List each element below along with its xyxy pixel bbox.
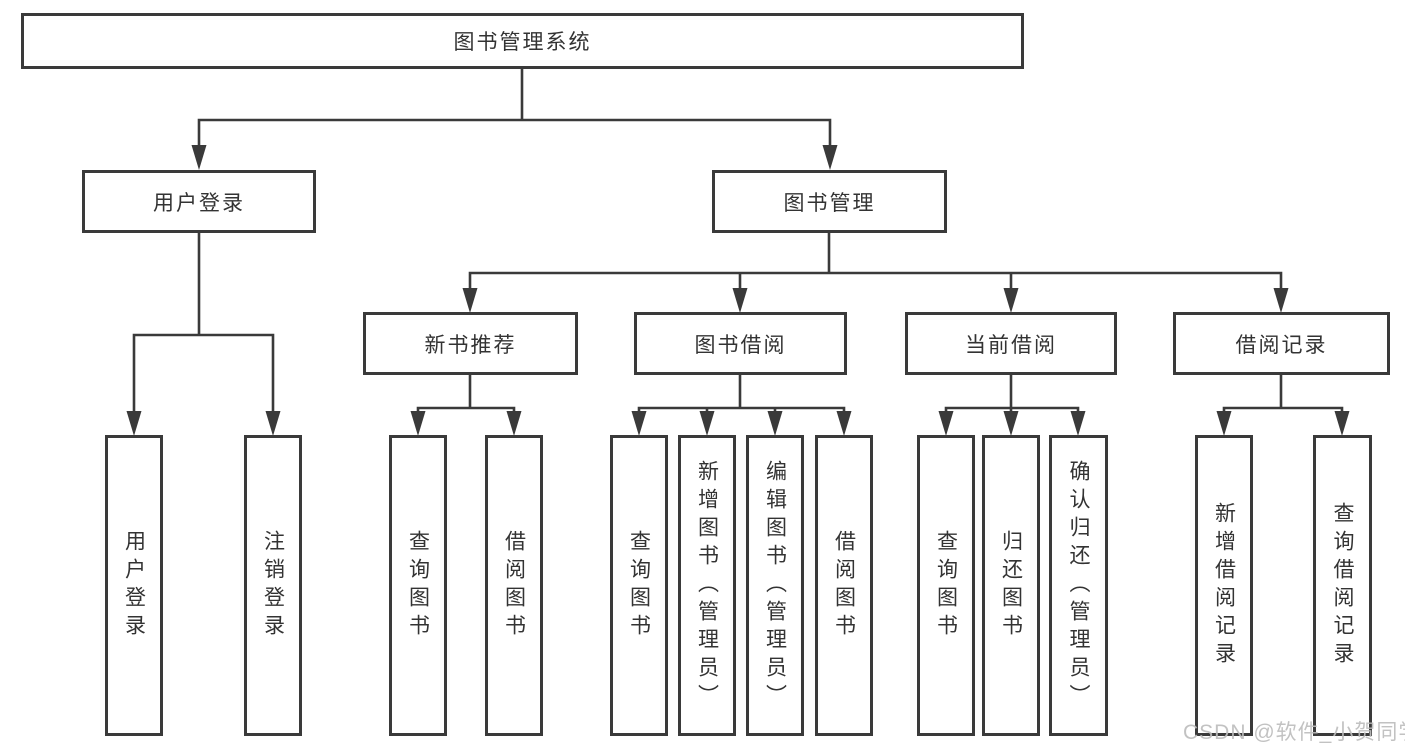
arrowhead	[1216, 411, 1232, 436]
arrowhead	[767, 411, 783, 436]
arrowhead	[1273, 288, 1289, 313]
arrowhead	[699, 411, 715, 436]
connector-records-to-leaves	[1222, 375, 1344, 415]
leaf-add-borrow-record: 新增借阅记录	[1195, 435, 1253, 736]
connector-login-to-leaves	[132, 233, 275, 416]
leaf-confirm-return-admin: 确认归还（管理员）	[1049, 435, 1108, 736]
arrowhead	[732, 288, 748, 313]
arrowhead	[1003, 288, 1019, 313]
leaf-query-books: 查询图书	[610, 435, 668, 736]
node-new-book-recommend: 新书推荐	[363, 312, 578, 375]
node-borrowing-records: 借阅记录	[1173, 312, 1390, 375]
node-user-login: 用户登录	[82, 170, 316, 233]
leaf-user-login: 用户登录	[105, 435, 163, 736]
leaf-query-books: 查询图书	[917, 435, 975, 736]
arrowhead	[938, 411, 954, 436]
leaf-edit-books-admin: 编辑图书（管理员）	[746, 435, 804, 736]
leaf-logout: 注销登录	[244, 435, 302, 736]
arrowhead	[1334, 411, 1350, 436]
leaf-return-books: 归还图书	[982, 435, 1040, 736]
arrowhead	[191, 145, 207, 170]
connector-current-to-leaves	[944, 375, 1080, 415]
leaf-add-books-admin: 新增图书（管理员）	[678, 435, 736, 736]
connector-borrow-to-leaves	[637, 375, 846, 415]
connector-recommend-to-leaves	[416, 375, 516, 415]
connector-manage-to-level3	[468, 233, 1283, 293]
arrowhead	[631, 411, 647, 436]
arrowhead	[1070, 411, 1086, 436]
arrowhead	[506, 411, 522, 436]
arrowhead	[126, 411, 142, 436]
arrowhead	[265, 411, 281, 436]
node-root-library-system: 图书管理系统	[21, 13, 1024, 69]
arrowhead	[822, 145, 838, 170]
node-current-borrowing: 当前借阅	[905, 312, 1117, 375]
csdn-watermark: CSDN @软件_小贺同学	[1183, 721, 1405, 744]
node-book-borrowing: 图书借阅	[634, 312, 847, 375]
leaf-query-books: 查询图书	[389, 435, 447, 736]
arrowhead	[1003, 411, 1019, 436]
node-book-management: 图书管理	[712, 170, 947, 233]
leaf-borrow-books: 借阅图书	[485, 435, 543, 736]
connector-root-to-level2	[197, 69, 832, 150]
leaf-borrow-books: 借阅图书	[815, 435, 873, 736]
leaf-query-borrow-record: 查询借阅记录	[1313, 435, 1372, 736]
arrowhead	[836, 411, 852, 436]
arrowhead	[462, 288, 478, 313]
arrowhead	[410, 411, 426, 436]
